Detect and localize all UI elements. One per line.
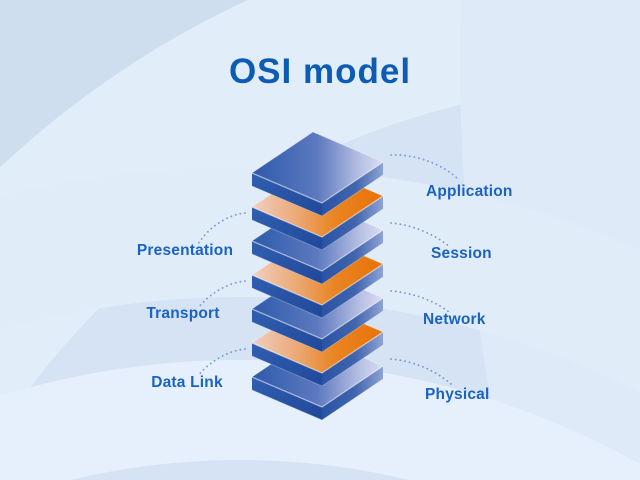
label-connectors bbox=[197, 154, 459, 385]
label-session: Session bbox=[431, 245, 492, 262]
connector-application bbox=[390, 154, 459, 180]
label-transport: Transport bbox=[146, 305, 220, 322]
label-data-link: Data Link bbox=[151, 374, 223, 391]
connector-physical bbox=[390, 358, 452, 385]
connector-presentation bbox=[197, 212, 246, 245]
label-network: Network bbox=[423, 311, 486, 328]
page-title: OSI model bbox=[228, 52, 412, 91]
connector-network bbox=[390, 290, 450, 313]
label-presentation: Presentation bbox=[136, 242, 234, 259]
connector-data-link bbox=[197, 348, 246, 377]
label-application: Application bbox=[426, 183, 513, 200]
osi-layer-stack bbox=[251, 131, 384, 421]
label-physical: Physical bbox=[425, 386, 490, 403]
connector-session bbox=[390, 222, 451, 248]
connector-transport bbox=[197, 280, 246, 309]
swirl-arc bbox=[0, 167, 640, 393]
swirl-arc bbox=[0, 360, 640, 480]
slab-application bbox=[251, 131, 384, 217]
